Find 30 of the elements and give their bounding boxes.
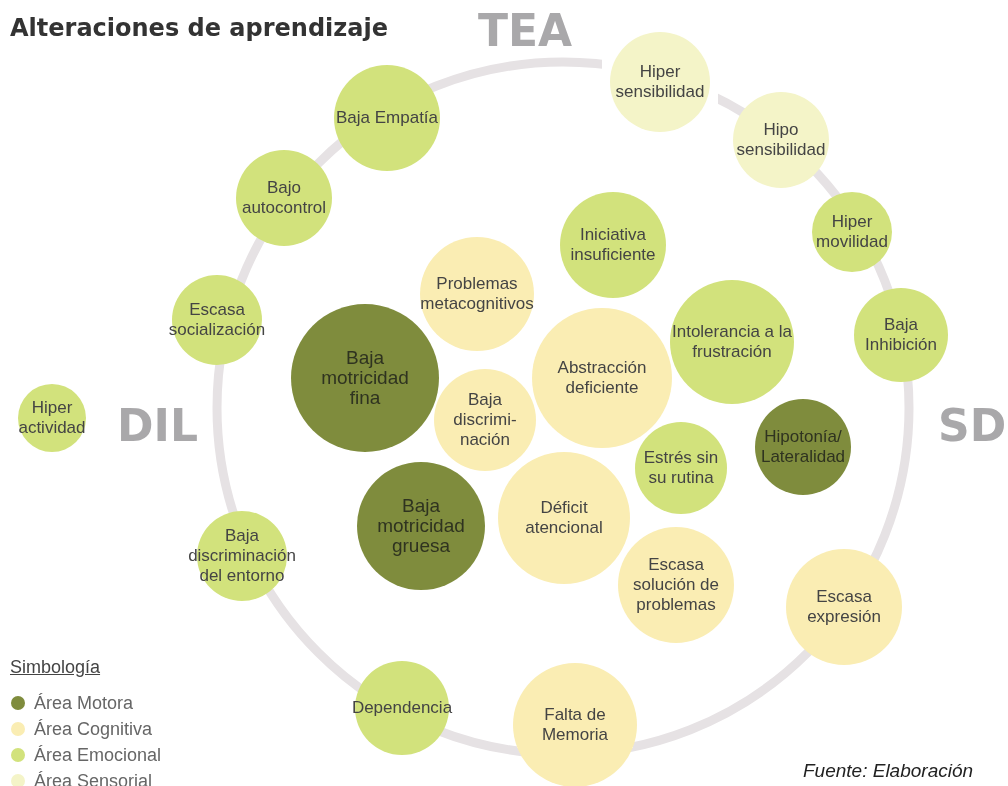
region-label: DIL [117,400,198,451]
region-label: TEA [478,5,573,56]
bubble-label: Baja motricidad fina [320,348,410,408]
bubble-label: Falta de Memoria [540,705,610,745]
bubble-label: Escasa solución de problemas [632,555,720,615]
bubble-label: Intolerancia a la frustración [671,322,793,362]
bubble [434,369,536,471]
legend-text: Área Motora [34,693,134,714]
bubble-label: Déficit atencional [524,498,604,538]
bubble-label: Hiper sensibilidad [614,62,706,102]
bubble-label: Escasa expresión [806,587,882,627]
legend-text: Área Cognitiva [34,719,153,740]
bubble-label: Hiper movilidad [815,212,889,252]
bubble-label: Baja motricidad gruesa [376,496,466,556]
source-note: Fuente: Elaboración [803,760,974,782]
title: Alteraciones de aprendizaje [10,14,388,42]
bubble-label: Bajo autocontrol [240,178,328,218]
bubble-label: Iniciativa insuficiente [569,225,657,265]
bubble-label: Hiper actividad [17,398,87,438]
legend-heading: Simbología [10,657,101,678]
bubble-label: Baja Empatía [334,108,440,128]
bubble-label: Problemas metacognitivos [419,274,535,314]
legend-text: Área Emocional [34,745,162,766]
region-label: SD [938,400,1007,451]
bubble-label: Baja Inhibición [864,315,938,355]
bubble-label: Hipo sensibilidad [735,120,827,160]
bubble-label: Hipotonía/ Lateralidad [759,427,847,467]
bubble-label: Estrés sin su rutina [642,448,720,488]
bubble-label: Abstracción deficiente [556,358,648,398]
bubble-label: Baja discrimi- nación [452,390,518,450]
